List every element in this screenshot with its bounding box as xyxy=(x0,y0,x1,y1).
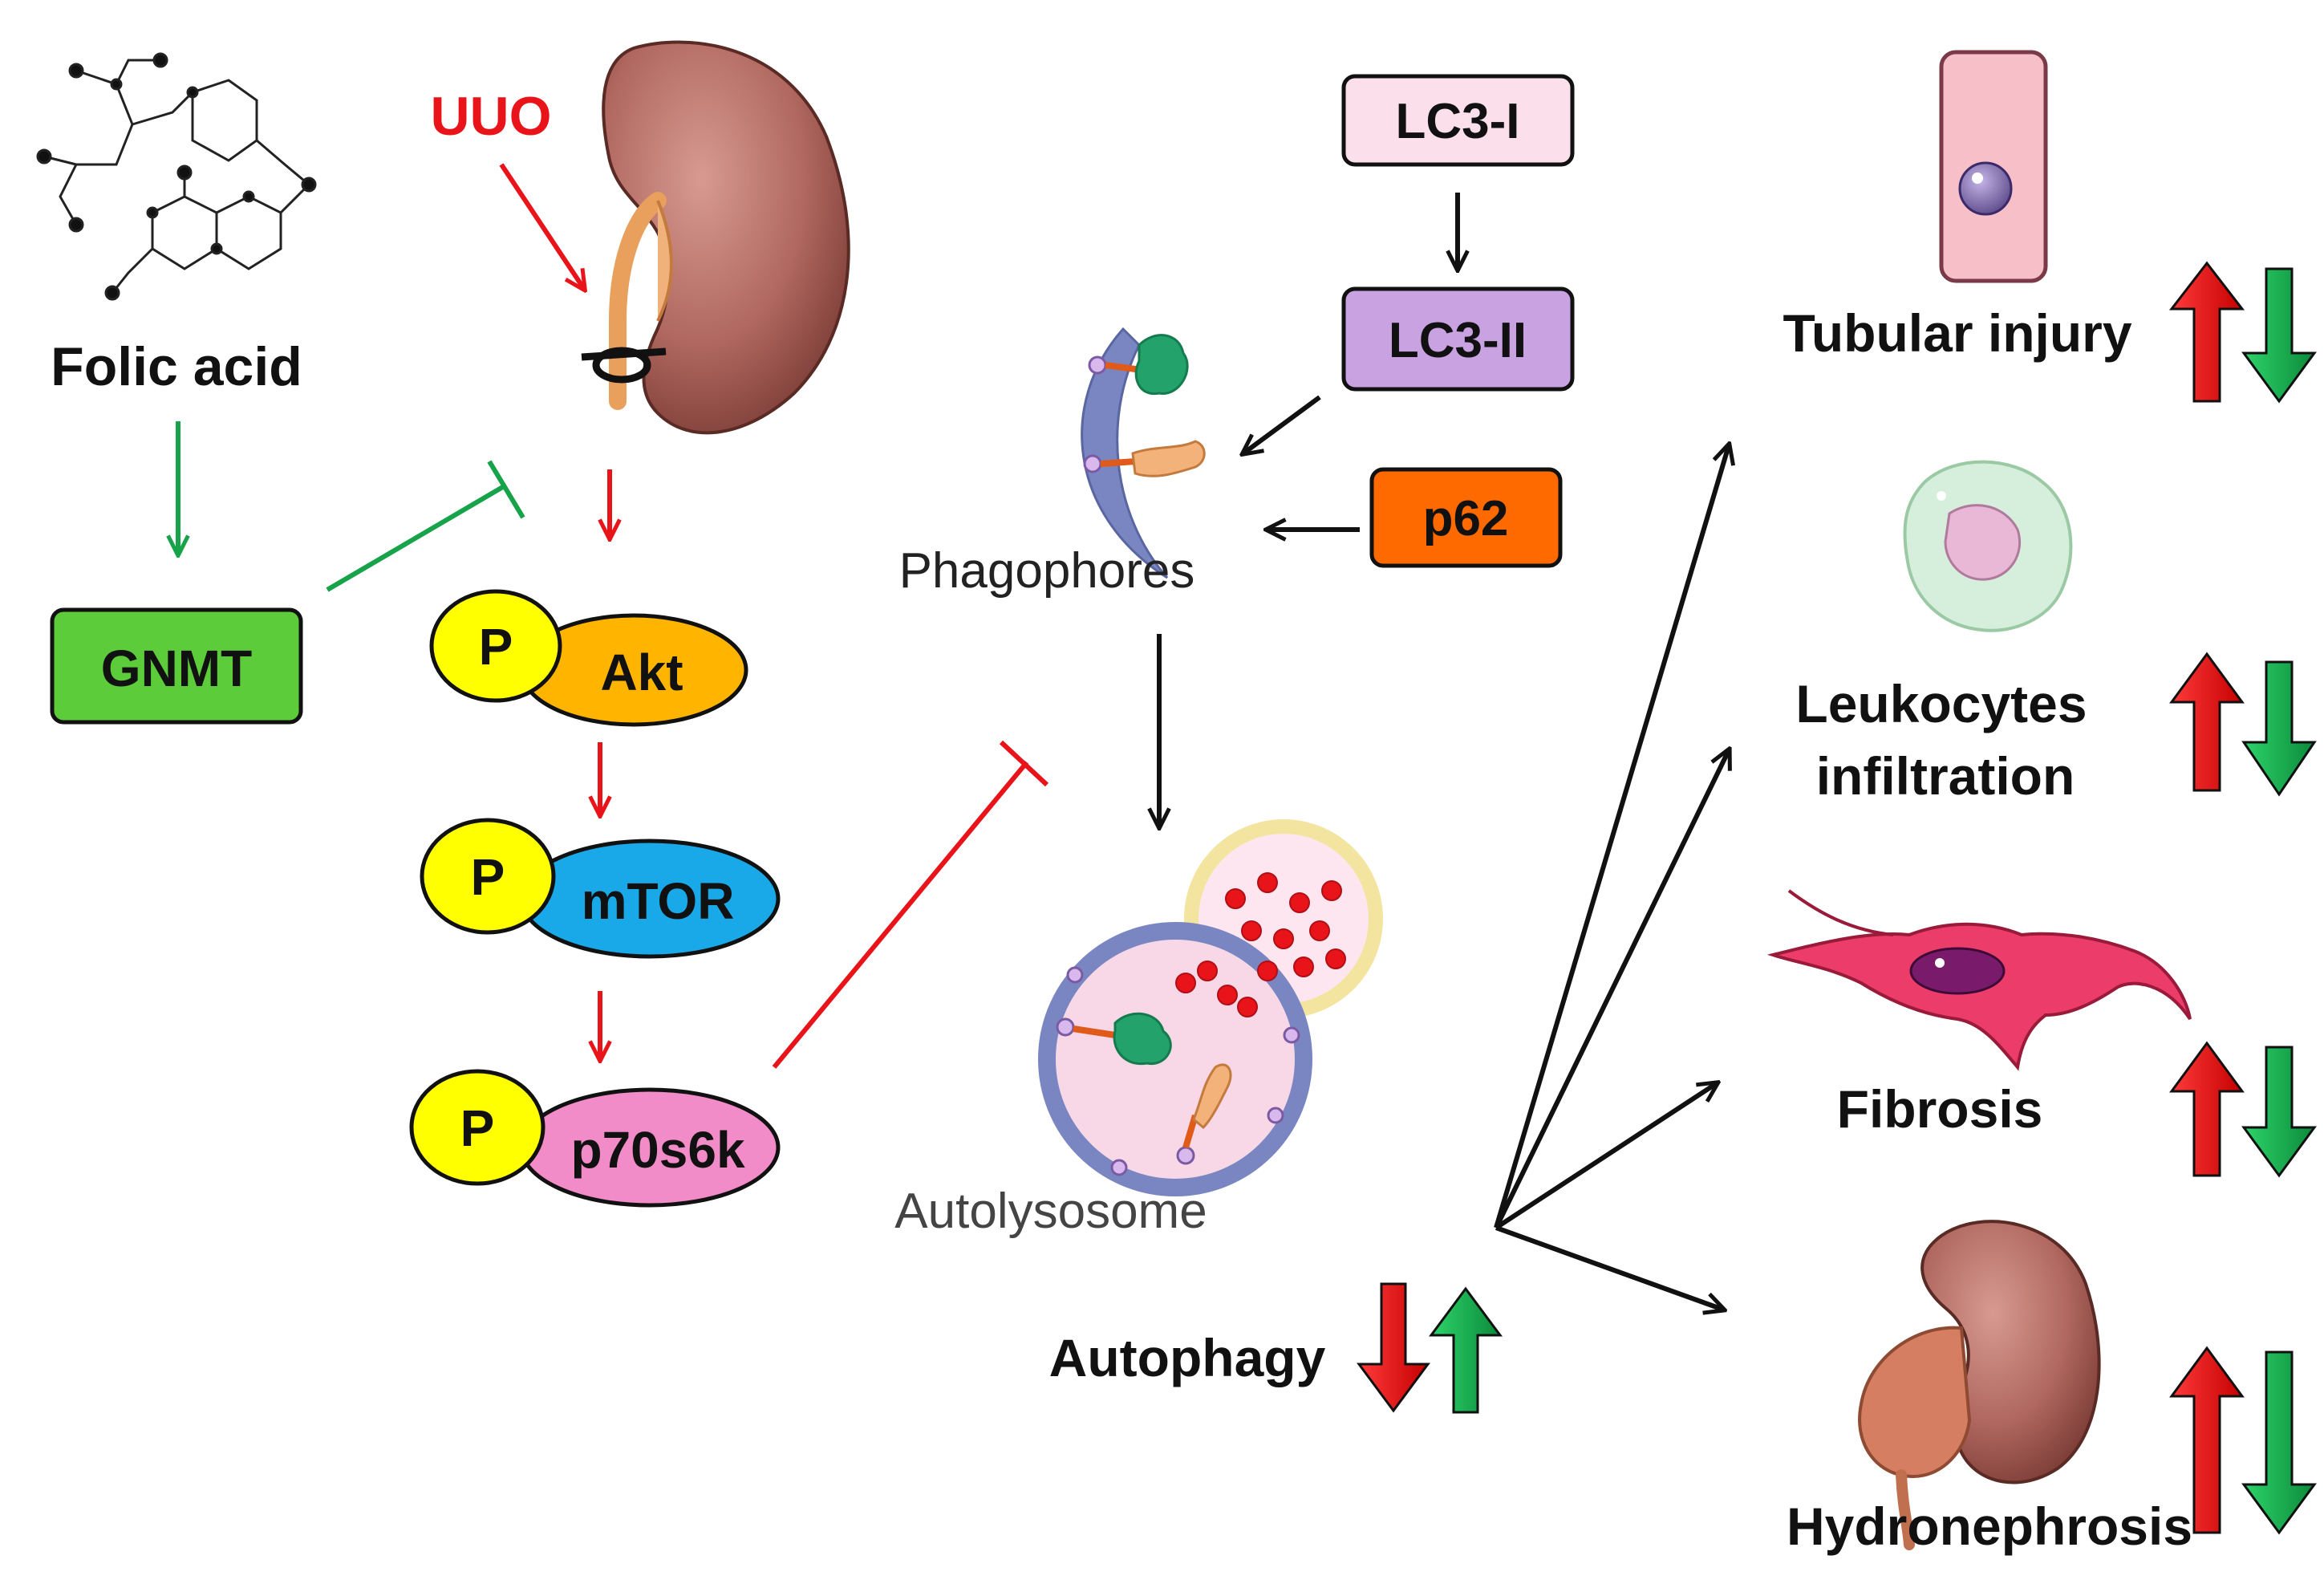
decrease-arrow-icon xyxy=(2241,1350,2317,1535)
decrease-arrow-icon xyxy=(2241,267,2317,404)
autophagy-label: Autophagy xyxy=(1049,1328,1326,1387)
increase-arrow-icon xyxy=(1429,1286,1503,1414)
phospho-label: P xyxy=(460,1099,495,1157)
increase-arrow-icon xyxy=(2169,1041,2245,1177)
tubular-cell-icon xyxy=(1939,50,2048,283)
increase-arrow-icon xyxy=(2169,1346,2245,1534)
decrease-arrow-icon xyxy=(2241,660,2317,797)
phagophores-label: Phagophores xyxy=(899,543,1195,599)
p70s6k-label: p70s6k xyxy=(570,1121,744,1179)
mtor-inhibition-line xyxy=(772,740,1049,1069)
phospho-badge xyxy=(409,1069,546,1186)
p62-box xyxy=(1369,467,1563,568)
increase-arrow-icon xyxy=(2169,652,2245,792)
phospho-badge xyxy=(429,589,562,703)
hydronephrotic-kidney-icon xyxy=(1858,1220,2101,1550)
lc3-ii-arrow xyxy=(1243,395,1321,453)
phospho-badge xyxy=(420,818,556,935)
leukocyte-icon xyxy=(1903,460,2073,632)
lc3-i-box xyxy=(1341,74,1575,167)
lc3-i-label: LC3-I xyxy=(1396,94,1520,149)
infiltration-label: infiltration xyxy=(1816,746,2075,806)
increase-arrow-icon xyxy=(2168,261,2245,403)
gnmt-label: GNMT xyxy=(101,640,252,697)
leukocytes-label: Leukocytes xyxy=(1795,674,2087,733)
mtor-label: mTOR xyxy=(582,872,735,930)
fibroblast-icon xyxy=(1766,889,2192,1071)
hydronephrosis-label: Hydronephrosis xyxy=(1787,1497,2192,1556)
outcome-arrows xyxy=(1494,445,1729,1310)
uuo-label: UUO xyxy=(430,86,551,147)
phospho-label: P xyxy=(479,618,513,676)
p62-label: p62 xyxy=(1423,491,1509,546)
autolysosome-label: Autolysosome xyxy=(894,1184,1207,1239)
autolysosome-icon xyxy=(1038,819,1383,1196)
uuo-arrow xyxy=(499,163,584,289)
akt-label: Akt xyxy=(600,644,683,701)
phagophore-icon xyxy=(1081,327,1206,579)
folic-acid-label: Folic acid xyxy=(51,336,302,397)
folic-acid-structure-icon xyxy=(36,52,317,301)
tubular-injury-label: Tubular injury xyxy=(1783,303,2131,363)
gnmt-box xyxy=(50,607,303,725)
phospho-label: P xyxy=(471,848,505,906)
lc3-ii-box xyxy=(1341,286,1575,392)
kidney-icon xyxy=(581,40,850,435)
gnmt-inhibition-line xyxy=(326,460,525,592)
decrease-arrow-icon xyxy=(2241,1046,2317,1178)
decrease-arrow-icon xyxy=(1357,1282,1430,1413)
lc3-ii-label: LC3-II xyxy=(1389,313,1527,368)
fibrosis-label: Fibrosis xyxy=(1837,1079,2043,1139)
